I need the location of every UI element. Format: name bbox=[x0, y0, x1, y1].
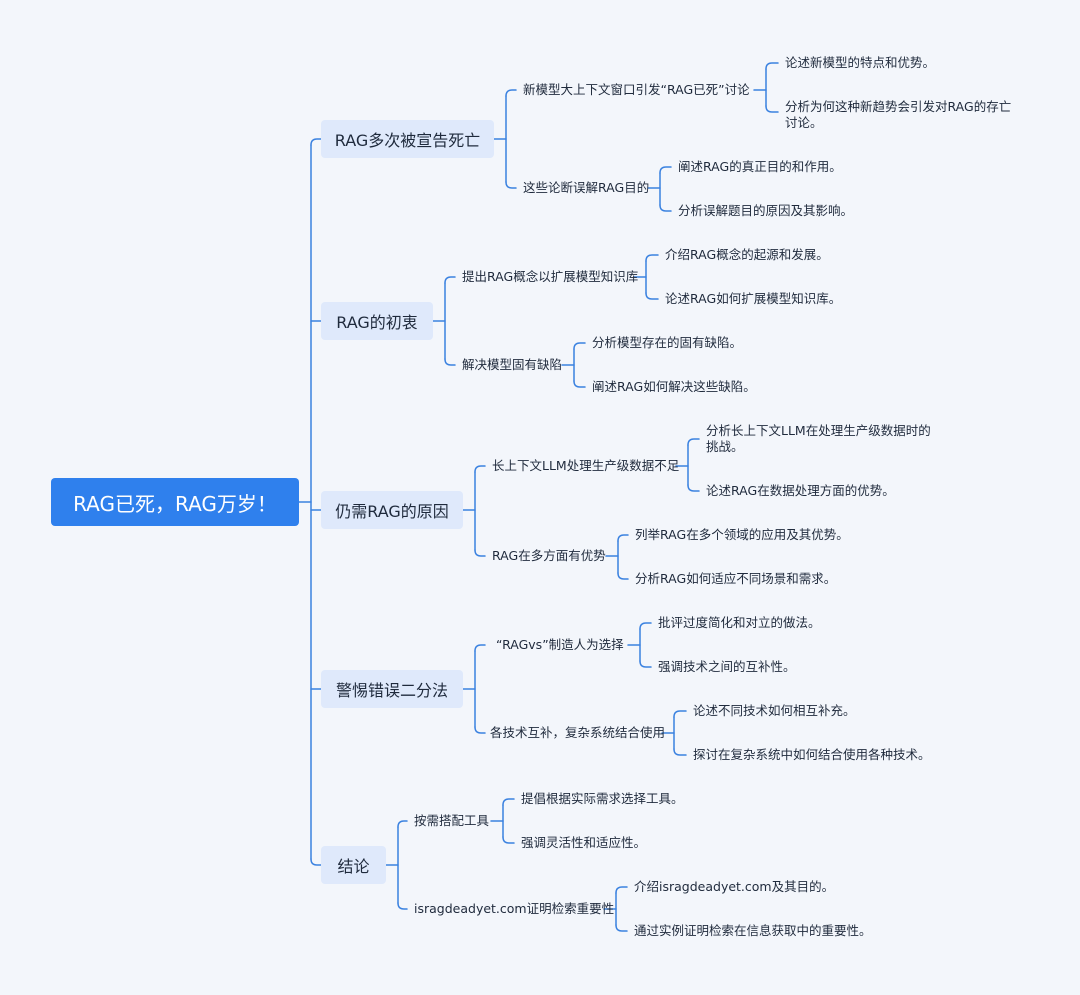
connector-line bbox=[765, 62, 779, 70]
leaf-node: 论述RAG如何扩展模型知识库。 bbox=[665, 291, 842, 306]
connector-line bbox=[397, 820, 408, 828]
connector-line bbox=[673, 710, 687, 718]
connector-line bbox=[687, 438, 700, 446]
connector-line bbox=[310, 138, 322, 146]
leaf-node: 提倡根据实际需求选择工具。 bbox=[521, 791, 684, 806]
leaf-node: 分析误解题目的原因及其影响。 bbox=[678, 203, 854, 218]
leaf-node: 介绍RAG概念的起源和发展。 bbox=[665, 247, 829, 262]
sub-node-extend-knowledge[interactable]: 提出RAG概念以扩展模型知识库 bbox=[462, 269, 639, 284]
connector-line bbox=[639, 660, 652, 668]
sub-node-misunderstand[interactable]: 这些论断误解RAG目的 bbox=[523, 180, 650, 195]
connector-line bbox=[397, 902, 408, 910]
connector-line bbox=[673, 748, 687, 756]
connector-line bbox=[765, 105, 779, 113]
sub-node-tools-as-needed[interactable]: 按需搭配工具 bbox=[414, 813, 490, 828]
sub-node-rag-vs[interactable]: “RAGvs”制造人为选择 bbox=[496, 637, 624, 652]
sub-node-isragdeadyet[interactable]: isragdeadyet.com证明检索重要性 bbox=[414, 901, 615, 916]
branch-node-rag-origin[interactable]: RAG的初衷 bbox=[321, 302, 433, 340]
leaf-node: 分析RAG如何适应不同场景和需求。 bbox=[635, 571, 837, 586]
connector-line bbox=[474, 549, 486, 557]
leaf-node: 阐述RAG的真正目的和作用。 bbox=[678, 159, 842, 174]
root-node[interactable]: RAG已死，RAG万岁！ bbox=[51, 478, 299, 526]
sub-node-complementary[interactable]: 各技术互补，复杂系统结合使用 bbox=[490, 725, 666, 740]
sub-node-rag-advantages[interactable]: RAG在多方面有优势 bbox=[492, 548, 606, 563]
sub-node-fix-defects[interactable]: 解决模型固有缺陷 bbox=[462, 357, 563, 372]
connector-line bbox=[505, 89, 517, 97]
connector-line bbox=[639, 622, 652, 630]
connector-line bbox=[645, 292, 659, 300]
branch-node-why-rag[interactable]: 仍需RAG的原因 bbox=[321, 491, 463, 529]
leaf-node: 分析长上下文LLM在处理生产级数据时的挑战。 bbox=[706, 423, 931, 454]
leaf-node: 探讨在复杂系统中如何结合使用各种技术。 bbox=[693, 747, 931, 762]
leaf-node: 阐述RAG如何解决这些缺陷。 bbox=[592, 379, 756, 394]
connector-line bbox=[659, 166, 672, 174]
connector-line bbox=[573, 342, 586, 350]
leaf-node: 强调技术之间的互补性。 bbox=[658, 659, 796, 674]
connector-line bbox=[659, 204, 672, 212]
leaf-node: 强调灵活性和适应性。 bbox=[521, 835, 647, 850]
connector-line bbox=[573, 380, 586, 388]
sub-node-big-context[interactable]: 新模型大上下文窗口引发“RAG已死”讨论 bbox=[523, 82, 750, 97]
leaf-node: 分析为何这种新趋势会引发对RAG的存亡讨论。 bbox=[785, 99, 1012, 130]
connector-line bbox=[474, 465, 486, 473]
connector-line bbox=[502, 836, 515, 844]
leaf-node: 论述RAG在数据处理方面的优势。 bbox=[706, 483, 895, 498]
connector-line bbox=[617, 572, 629, 580]
connector-line bbox=[617, 534, 629, 542]
connector-line bbox=[645, 254, 659, 262]
connector-line bbox=[687, 484, 700, 492]
connector-line bbox=[502, 798, 515, 806]
connector-line bbox=[474, 726, 486, 734]
branch-node-false-dichotomy[interactable]: 警惕错误二分法 bbox=[321, 670, 463, 708]
branch-node-conclusion[interactable]: 结论 bbox=[321, 846, 386, 884]
connector-line bbox=[310, 858, 322, 866]
connector-line bbox=[615, 886, 628, 894]
connector-line bbox=[444, 358, 456, 366]
leaf-node: 介绍isragdeadyet.com及其目的。 bbox=[634, 879, 835, 894]
connector-line bbox=[444, 276, 456, 284]
leaf-node: 通过实例证明检索在信息获取中的重要性。 bbox=[634, 923, 872, 938]
sub-node-long-context-limits[interactable]: 长上下文LLM处理生产级数据不足 bbox=[492, 458, 680, 473]
leaf-node: 论述不同技术如何相互补充。 bbox=[693, 703, 856, 718]
leaf-node: 批评过度简化和对立的做法。 bbox=[658, 615, 821, 630]
connector-line bbox=[474, 644, 486, 652]
branch-node-rag-declared-dead[interactable]: RAG多次被宣告死亡 bbox=[321, 120, 494, 158]
connector-line bbox=[505, 181, 517, 189]
leaf-node: 论述新模型的特点和优势。 bbox=[785, 55, 936, 70]
leaf-node: 列举RAG在多个领域的应用及其优势。 bbox=[635, 527, 849, 542]
connector-line bbox=[615, 924, 628, 932]
leaf-node: 分析模型存在的固有缺陷。 bbox=[592, 335, 743, 350]
